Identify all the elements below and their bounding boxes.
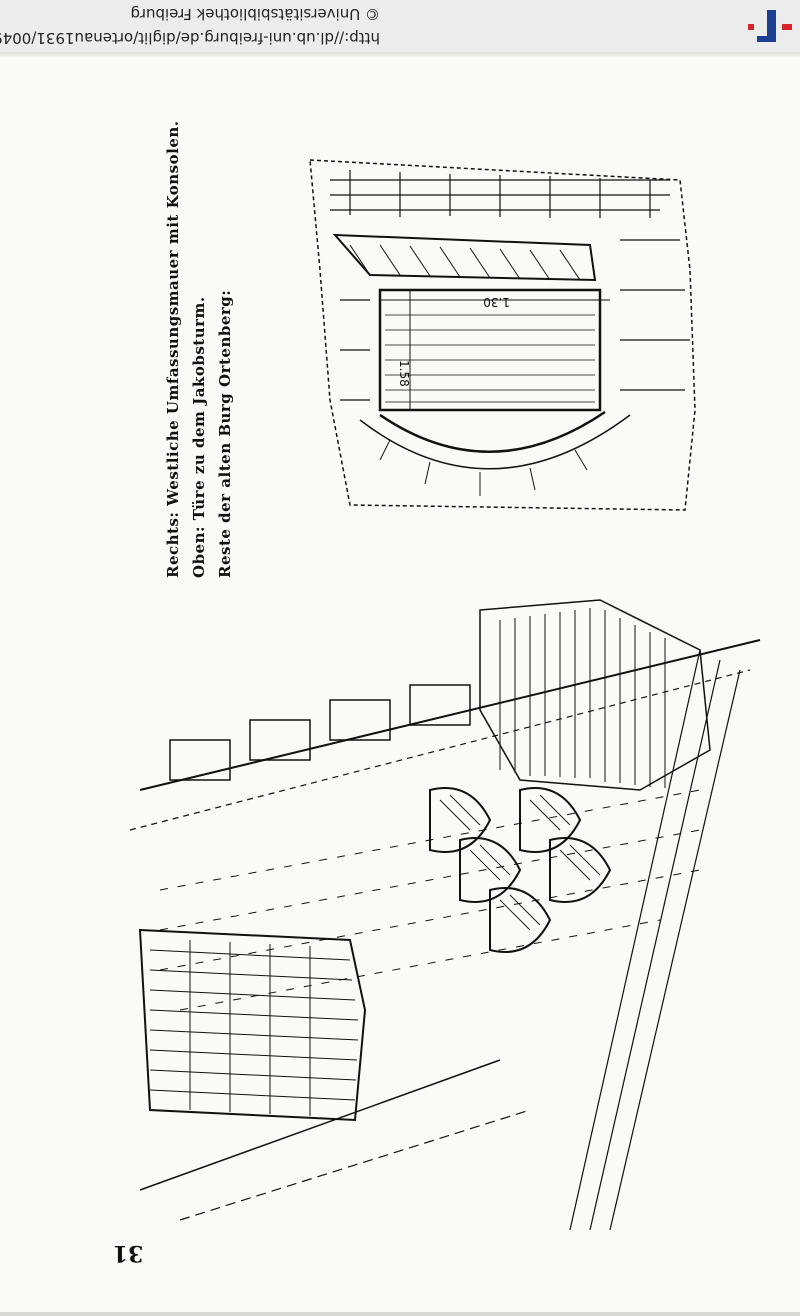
page-shadow bbox=[0, 52, 800, 58]
caption-line-top: Oben: Türe zu dem Jakobsturm. bbox=[190, 296, 208, 578]
source-url-link[interactable]: http://dl.ub.uni-freiburg.de/diglit/orte… bbox=[0, 29, 380, 47]
top-banner: © Universitätsbibliothek Freiburg http:/… bbox=[0, 0, 800, 53]
caption-line-title: Reste der alten Burg Ortenberg: bbox=[216, 289, 234, 578]
university-logo-icon bbox=[748, 10, 792, 42]
scanned-page bbox=[0, 52, 800, 1314]
page-bottom-edge bbox=[0, 1312, 800, 1316]
door-illustration: 1.58 1.30 bbox=[309, 159, 696, 511]
caption-line-right: Rechts: Westliche Umfassungsmauer mit Ko… bbox=[164, 120, 182, 578]
door-height-dimension: 1.58 bbox=[397, 360, 411, 387]
figure-caption: Reste der alten Burg Ortenberg: Oben: Tü… bbox=[162, 120, 252, 578]
door-width-dimension: 1.30 bbox=[483, 295, 510, 309]
copyright-text: © Universitätsbibliothek Freiburg bbox=[130, 5, 380, 23]
page-number: 31 bbox=[112, 1240, 144, 1266]
wall-with-consoles-illustration bbox=[129, 599, 761, 1230]
